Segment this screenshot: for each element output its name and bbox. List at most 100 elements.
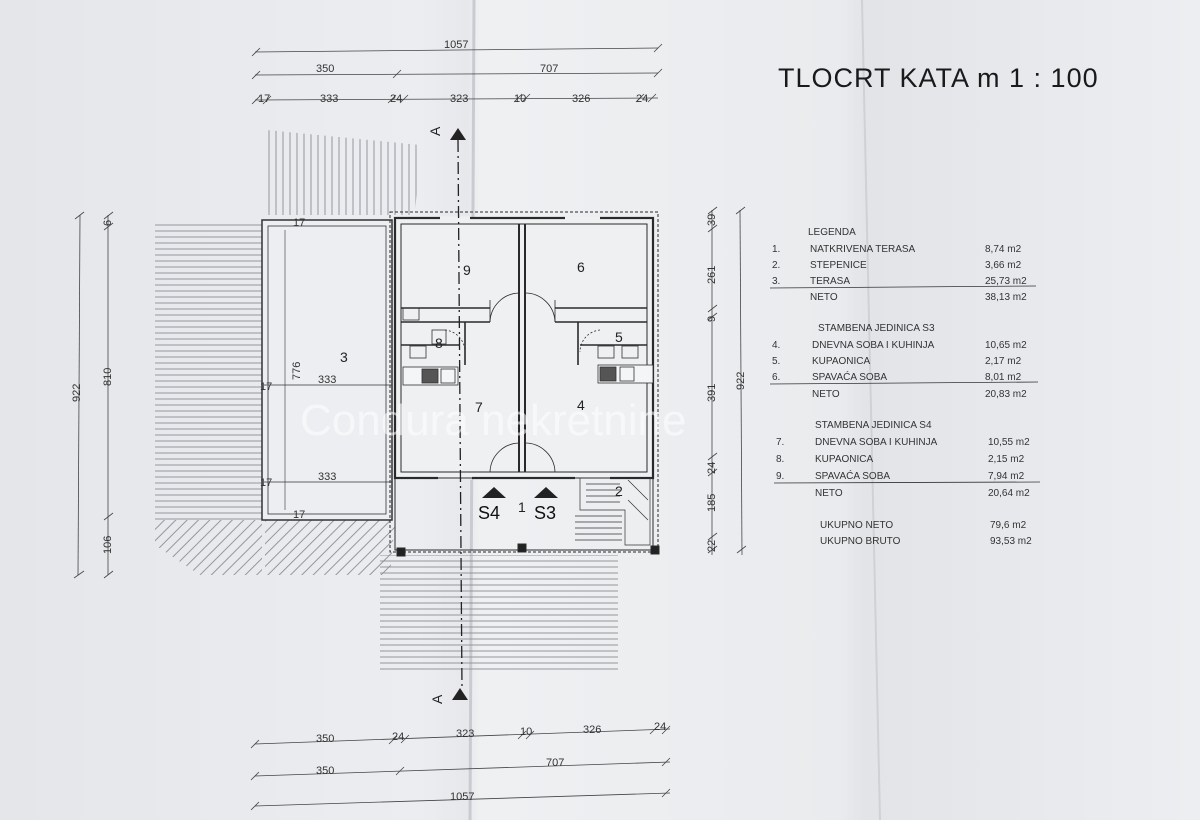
dim-left-middle: 810 [102, 368, 114, 386]
building-walls [389, 211, 660, 557]
section-arrow-bottom [452, 688, 468, 700]
legend-divider [769, 285, 1037, 289]
legend-item-name: STEPENICE [810, 260, 867, 271]
legend-item-num: 5. [772, 356, 780, 367]
legend-item-num: 7. [776, 437, 784, 448]
legend-item-value: 25,73 m2 [985, 276, 1027, 287]
room-3-label: 3 [340, 349, 348, 365]
legend-s4-heading: STAMBENA JEDINICA S4 [815, 420, 932, 431]
dim-top-1: 17 [258, 93, 270, 105]
watermark: Condura nekretnine [300, 396, 686, 445]
dim-bottom-left: 350 [316, 765, 334, 777]
legend-divider [769, 381, 1039, 385]
room-5-label: 5 [615, 329, 623, 345]
stairs [575, 478, 651, 546]
legend-s3-heading: STAMBENA JEDINICA S3 [818, 323, 935, 334]
legend-item-num: 4. [772, 340, 780, 351]
dim-bottom-right: 707 [546, 757, 564, 769]
dim-left-top: 350 [316, 63, 334, 75]
legend-item-name: SPAVAĆA SOBA [815, 469, 890, 482]
room-8-label: 8 [435, 335, 443, 351]
entrance-s4-arrow [482, 487, 506, 498]
legend-neto-label: NETO [812, 389, 840, 400]
dim-bottom-2: 24 [392, 731, 404, 743]
dim-left-small: 6 [102, 220, 114, 226]
legend-neto-value: 38,13 m2 [985, 292, 1027, 303]
dim-bottom-4: 10 [520, 726, 532, 738]
dim-right-total: 922 [735, 372, 747, 390]
legend-item-name: KUPAONICA [812, 356, 870, 367]
room-9-label: 9 [463, 262, 471, 278]
room-7-label: 7 [475, 399, 483, 415]
dim-right-3: 9 [706, 316, 718, 322]
room-2-label: 2 [615, 483, 623, 499]
legend-total-bruto-label: UKUPNO BRUTO [820, 536, 901, 547]
dim-bottom-5: 326 [583, 724, 601, 736]
entrance-s4-label: S4 [478, 503, 500, 523]
room-4-label: 4 [577, 397, 585, 413]
legend-neto-label: NETO [815, 488, 843, 499]
legend-total-neto-value: 79,6 m2 [990, 520, 1027, 531]
kitchen-fixtures [402, 307, 654, 386]
legend-item-num: 1. [772, 244, 780, 255]
dim-bottom-total: 1057 [450, 791, 474, 803]
dim-left-bottom: 106 [102, 536, 114, 554]
legend-heading: LEGENDA [808, 227, 856, 238]
legend-item-name: DNEVNA SOBA I KUHINJA [812, 340, 935, 351]
dim-right-7: 22 [706, 540, 718, 552]
dim-bottom-1: 350 [316, 733, 334, 745]
dim-333-b: 333 [318, 471, 336, 483]
dim-right-4: 391 [706, 384, 718, 402]
section-arrow-top [450, 128, 466, 140]
legend-neto-value: 20,83 m2 [985, 389, 1027, 400]
legend-item-name: KUPAONICA [815, 454, 873, 465]
dim-17-b: 17 [260, 381, 272, 393]
legend-item-num: 3. [772, 276, 780, 287]
terrace-outline [261, 219, 393, 521]
terrain-hatch-bottom-left [265, 520, 395, 575]
section-label-bottom: A [429, 694, 445, 704]
left-dimension-lines [73, 211, 114, 579]
legend-total-bruto-value: 93,53 m2 [990, 536, 1032, 547]
dim-total-top: 1057 [444, 39, 468, 51]
dim-right-1: 39 [706, 214, 718, 226]
dim-776: 776 [291, 362, 303, 380]
dim-top-4: 323 [450, 93, 468, 105]
legend-item-value: 7,94 m2 [988, 471, 1025, 482]
dim-top-6: 326 [572, 93, 590, 105]
entrance-s3-arrow [534, 487, 558, 498]
legend-item-name: NATKRIVENA TERASA [810, 244, 916, 255]
terrain-hatch-left [155, 220, 262, 520]
legend-item-value: 2,15 m2 [988, 454, 1025, 465]
drawing-title: TLOCRT KATA m 1 : 100 [778, 63, 1099, 93]
dim-top-2: 333 [320, 93, 338, 105]
legend-item-value: 8,01 m2 [985, 372, 1022, 383]
dim-bottom-3: 323 [456, 728, 474, 740]
legend-item-num: 6. [772, 372, 780, 383]
dim-right-5: 24 [706, 462, 718, 474]
section-line-a [457, 139, 463, 691]
legend-item-value: 10,55 m2 [988, 437, 1030, 448]
dim-17-c: 17 [260, 477, 272, 489]
entrance-s3-label: S3 [534, 503, 556, 523]
legend-item-name: TERASA [810, 276, 850, 287]
legend-item-name: SPAVAĆA SOBA [812, 370, 887, 383]
dim-top-5: 10 [514, 93, 526, 105]
legend-total-neto-label: UKUPNO NETO [820, 520, 893, 531]
terrain-hatch-corner [155, 520, 262, 575]
bottom-dimension-lines [250, 725, 671, 811]
dim-right-2: 261 [706, 266, 718, 284]
section-label-top: A [427, 126, 443, 136]
dim-left-total: 922 [71, 384, 83, 402]
dim-right-6: 185 [706, 494, 718, 512]
legend-item-num: 9. [776, 471, 784, 482]
legend-neto-value: 20,64 m2 [988, 488, 1030, 499]
legend-divider [773, 481, 1041, 484]
dim-333-a: 333 [318, 374, 336, 386]
dim-top-3: 24 [390, 93, 402, 105]
legend-neto-label: NETO [810, 292, 838, 303]
legend-item-value: 2,17 m2 [985, 356, 1022, 367]
paper-fold [861, 0, 881, 820]
